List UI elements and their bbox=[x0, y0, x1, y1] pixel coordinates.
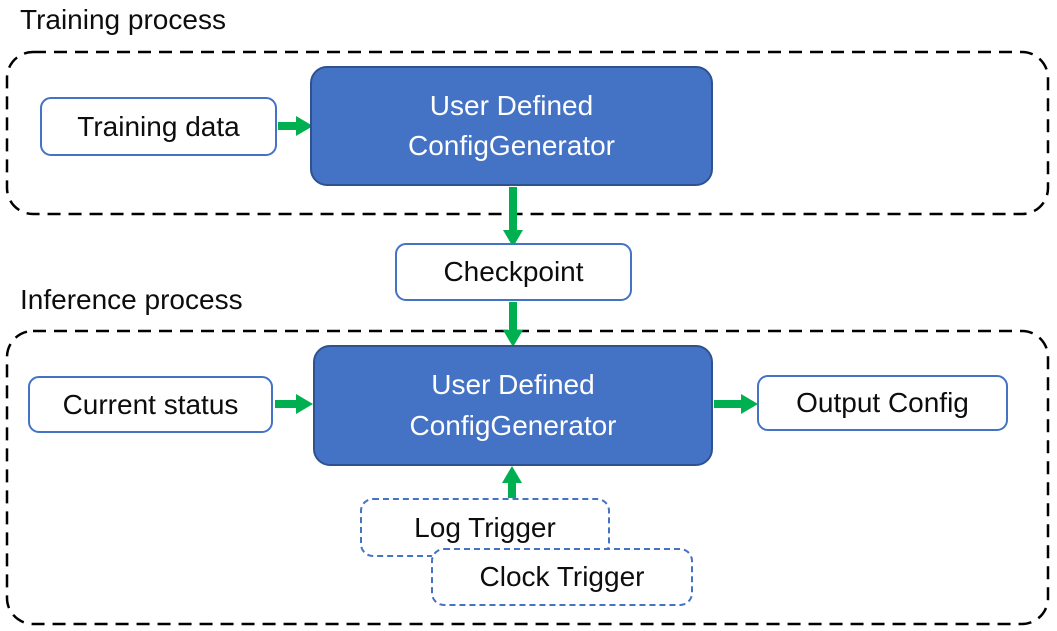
training-process-container bbox=[5, 50, 1050, 216]
arrow-checkpoint-to-generator bbox=[503, 302, 523, 347]
arrow-current-status-to-generator bbox=[275, 394, 313, 414]
training-config-generator-box: User Defined ConfigGenerator bbox=[310, 66, 713, 186]
arrow-training-data-to-generator bbox=[278, 116, 313, 136]
checkpoint-box: Checkpoint bbox=[395, 243, 632, 301]
arrow-triggers-to-generator bbox=[502, 466, 522, 498]
training-process-label: Training process bbox=[20, 4, 226, 35]
inference-process-container bbox=[5, 329, 1050, 626]
inference-process-label: Inference process bbox=[20, 284, 243, 315]
log-trigger-box: Log Trigger bbox=[360, 498, 610, 557]
inference-config-generator-box: User Defined ConfigGenerator bbox=[313, 345, 713, 466]
arrow-generator-to-output-config bbox=[714, 394, 758, 414]
output-config-box: Output Config bbox=[757, 375, 1008, 431]
clock-trigger-box: Clock Trigger bbox=[431, 548, 693, 606]
training-data-box: Training data bbox=[40, 97, 277, 156]
current-status-box: Current status bbox=[28, 376, 273, 433]
arrow-generator-to-checkpoint bbox=[503, 187, 523, 247]
